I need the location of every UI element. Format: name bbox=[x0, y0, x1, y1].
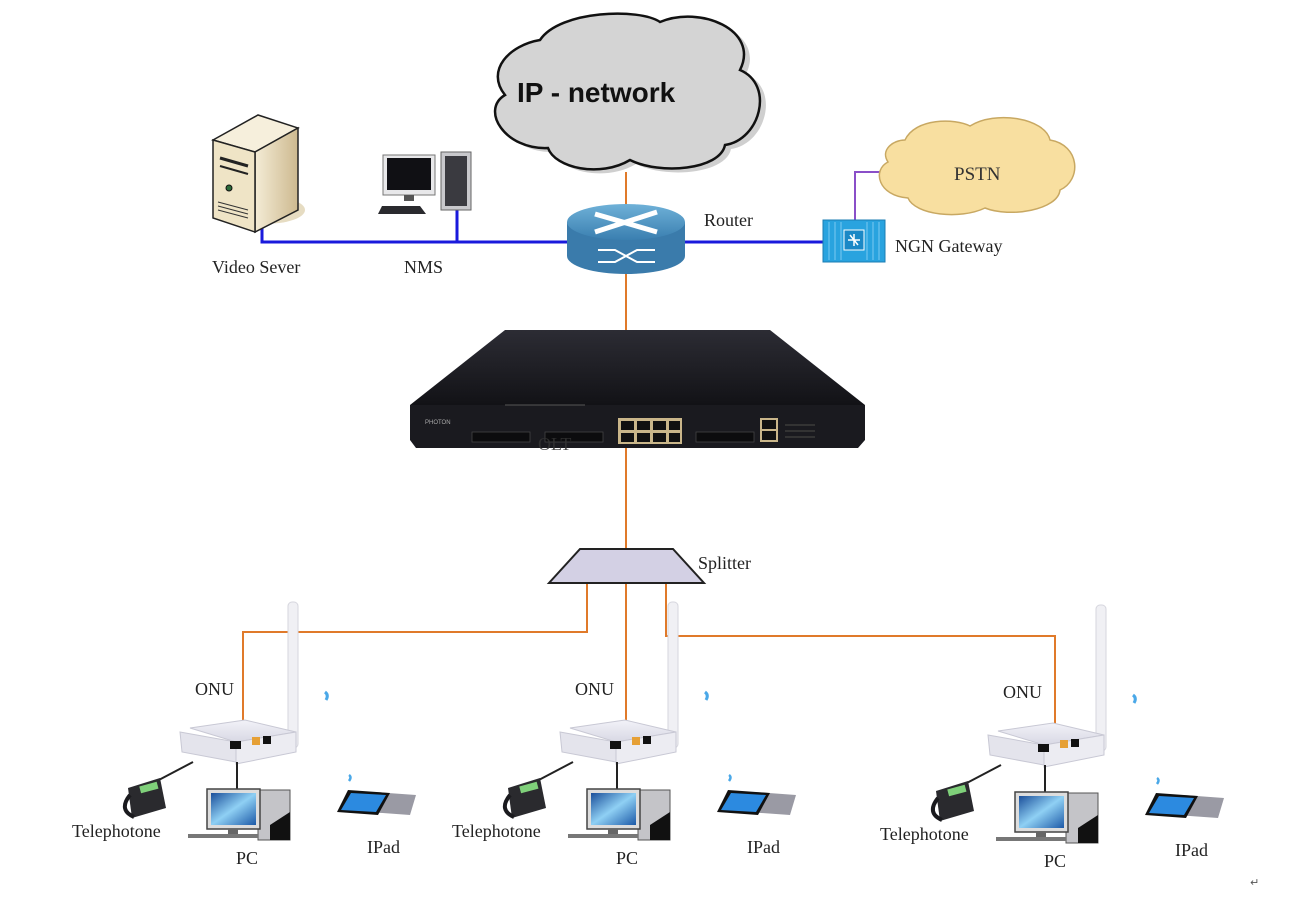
branch-1: ONU Telephotone bbox=[72, 601, 416, 868]
desktop-computer-icon bbox=[378, 151, 472, 214]
pc-label: PC bbox=[236, 848, 258, 868]
phone-cable bbox=[962, 764, 1002, 786]
olt-label: OLT bbox=[538, 434, 571, 454]
splitter-icon bbox=[546, 548, 707, 584]
desktop-computer-icon bbox=[568, 788, 671, 841]
router-label: Router bbox=[704, 210, 753, 230]
phone-cable bbox=[534, 761, 574, 783]
telephone-label: Telephotone bbox=[452, 821, 541, 841]
pc: PC bbox=[996, 791, 1099, 871]
pc-label: PC bbox=[616, 848, 638, 868]
branch-3: ONU Telephotone bbox=[880, 604, 1224, 871]
fiber-link-splitter-onu-3 bbox=[665, 584, 1056, 725]
telephone-icon bbox=[502, 778, 546, 819]
olt: PHOTON bbox=[410, 330, 865, 454]
splitter-label: Splitter bbox=[698, 553, 751, 573]
nms-label: NMS bbox=[404, 257, 443, 277]
wifi-signal-icon bbox=[1155, 776, 1160, 785]
ip-network-label: IP - network bbox=[517, 77, 676, 108]
desktop-computer-icon bbox=[188, 788, 291, 841]
ngn-gateway: NGN Gateway bbox=[822, 219, 1002, 263]
tablet: IPad bbox=[717, 790, 796, 857]
olt-brand-label: PHOTON bbox=[425, 420, 451, 426]
pstn-link bbox=[854, 171, 883, 220]
onu: ONU bbox=[559, 601, 679, 765]
telephone: Telephotone bbox=[72, 778, 166, 841]
antenna-icon bbox=[1095, 604, 1107, 752]
pc: PC bbox=[568, 788, 671, 868]
wifi-signal-icon bbox=[704, 690, 709, 701]
wifi-signal-icon bbox=[347, 773, 352, 782]
video-server: Video Sever bbox=[211, 114, 305, 277]
onu: ONU bbox=[987, 604, 1107, 768]
server-icon bbox=[211, 114, 300, 234]
onu-icon bbox=[559, 601, 679, 765]
telephone-icon bbox=[122, 778, 166, 819]
tablet: IPad bbox=[1145, 793, 1224, 860]
tablet-label: IPad bbox=[747, 837, 780, 857]
pc-label: PC bbox=[1044, 851, 1066, 871]
telephone-icon bbox=[930, 781, 974, 822]
onu-label: ONU bbox=[575, 679, 614, 699]
pc: PC bbox=[188, 788, 291, 868]
fiber-link-splitter-onu-1 bbox=[242, 584, 588, 722]
customer-branches: ONU Telephotone bbox=[72, 601, 1224, 871]
telephone: Telephotone bbox=[452, 778, 546, 841]
wifi-signal-icon bbox=[727, 773, 732, 782]
antenna-icon bbox=[667, 601, 679, 749]
olt-status-leds bbox=[785, 424, 815, 438]
tablet: IPad bbox=[337, 790, 416, 857]
antenna-icon bbox=[287, 601, 299, 749]
onu: ONU bbox=[179, 601, 299, 765]
tablet-icon bbox=[337, 790, 416, 815]
onu-label: ONU bbox=[195, 679, 234, 699]
phone-cable bbox=[154, 761, 194, 783]
tablet-icon bbox=[717, 790, 796, 815]
paragraph-mark: ↵ bbox=[1250, 876, 1259, 889]
telephone-label: Telephotone bbox=[880, 824, 969, 844]
ngn-gateway-label: NGN Gateway bbox=[895, 236, 1002, 256]
ip-network-cloud: IP - network bbox=[493, 12, 766, 174]
wifi-signal-icon bbox=[324, 690, 329, 701]
olt-chassis-icon: PHOTON bbox=[410, 330, 865, 448]
olt-ethernet-ports bbox=[618, 418, 778, 444]
nms-station: NMS bbox=[378, 151, 472, 277]
onu-label: ONU bbox=[1003, 682, 1042, 702]
desktop-computer-icon bbox=[996, 791, 1099, 844]
gateway-icon bbox=[822, 219, 886, 263]
video-server-label: Video Sever bbox=[212, 257, 300, 277]
onu-icon bbox=[179, 601, 299, 765]
ethernet-link-video-server bbox=[260, 222, 568, 244]
pstn-label: PSTN bbox=[954, 164, 1001, 185]
tablet-label: IPad bbox=[1175, 840, 1208, 860]
wifi-signal-icon bbox=[1132, 693, 1137, 704]
router-icon bbox=[567, 204, 685, 274]
router: Router bbox=[567, 204, 753, 274]
olt-sfp-ports bbox=[471, 431, 755, 443]
branch-2: ONU Telephotone bbox=[452, 601, 796, 868]
splitter: Splitter bbox=[546, 548, 751, 584]
tablet-label: IPad bbox=[367, 837, 400, 857]
pstn-cloud: PSTN bbox=[878, 116, 1076, 216]
telephone-label: Telephotone bbox=[72, 821, 161, 841]
telephone: Telephotone bbox=[880, 781, 974, 844]
onu-icon bbox=[987, 604, 1107, 768]
tablet-icon bbox=[1145, 793, 1224, 818]
